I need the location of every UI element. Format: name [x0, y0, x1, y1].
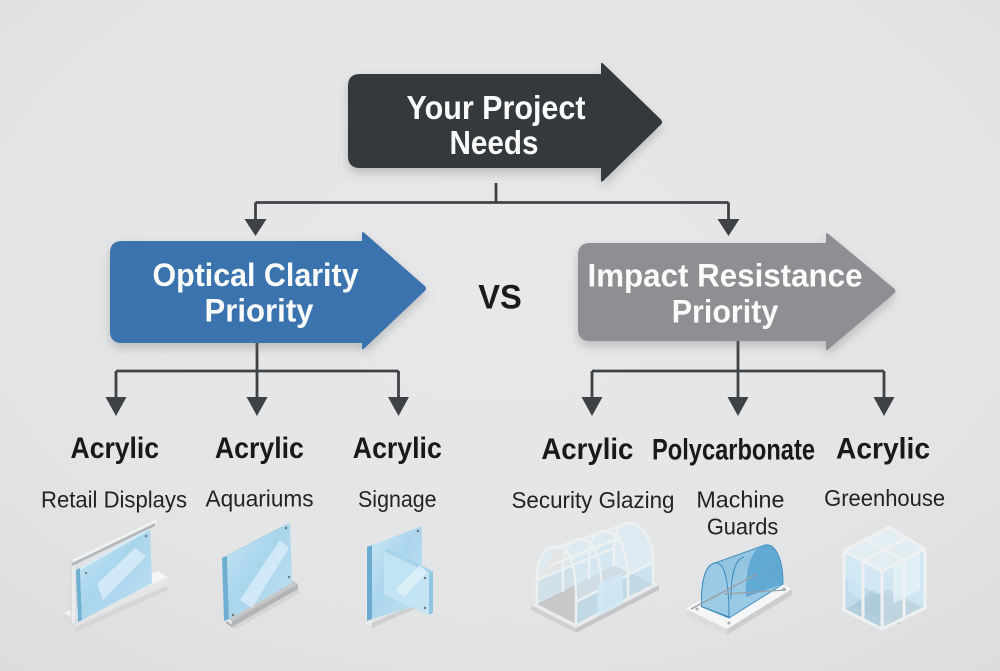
- svg-text:Guards: Guards: [707, 514, 779, 540]
- svg-text:Priority: Priority: [205, 293, 314, 329]
- svg-text:Polycarbonate: Polycarbonate: [652, 434, 815, 467]
- svg-text:Impact Resistance: Impact Resistance: [588, 258, 863, 294]
- svg-text:Acrylic: Acrylic: [836, 433, 930, 466]
- svg-text:Needs: Needs: [450, 124, 539, 161]
- svg-text:VS: VS: [478, 279, 522, 317]
- svg-text:Machine: Machine: [696, 487, 784, 513]
- svg-text:Greenhouse: Greenhouse: [824, 485, 945, 511]
- svg-text:Your Project: Your Project: [407, 89, 586, 126]
- svg-text:Acrylic: Acrylic: [215, 432, 304, 465]
- svg-text:Security Glazing: Security Glazing: [512, 487, 675, 513]
- svg-text:Acrylic: Acrylic: [541, 433, 633, 466]
- svg-text:Priority: Priority: [672, 294, 779, 330]
- svg-text:Signage: Signage: [358, 486, 437, 512]
- svg-text:Optical Clarity: Optical Clarity: [153, 257, 359, 293]
- svg-text:Aquariums: Aquariums: [206, 486, 314, 512]
- svg-text:Retail Displays: Retail Displays: [41, 487, 187, 513]
- svg-text:Acrylic: Acrylic: [353, 432, 442, 465]
- svg-text:Acrylic: Acrylic: [71, 432, 160, 465]
